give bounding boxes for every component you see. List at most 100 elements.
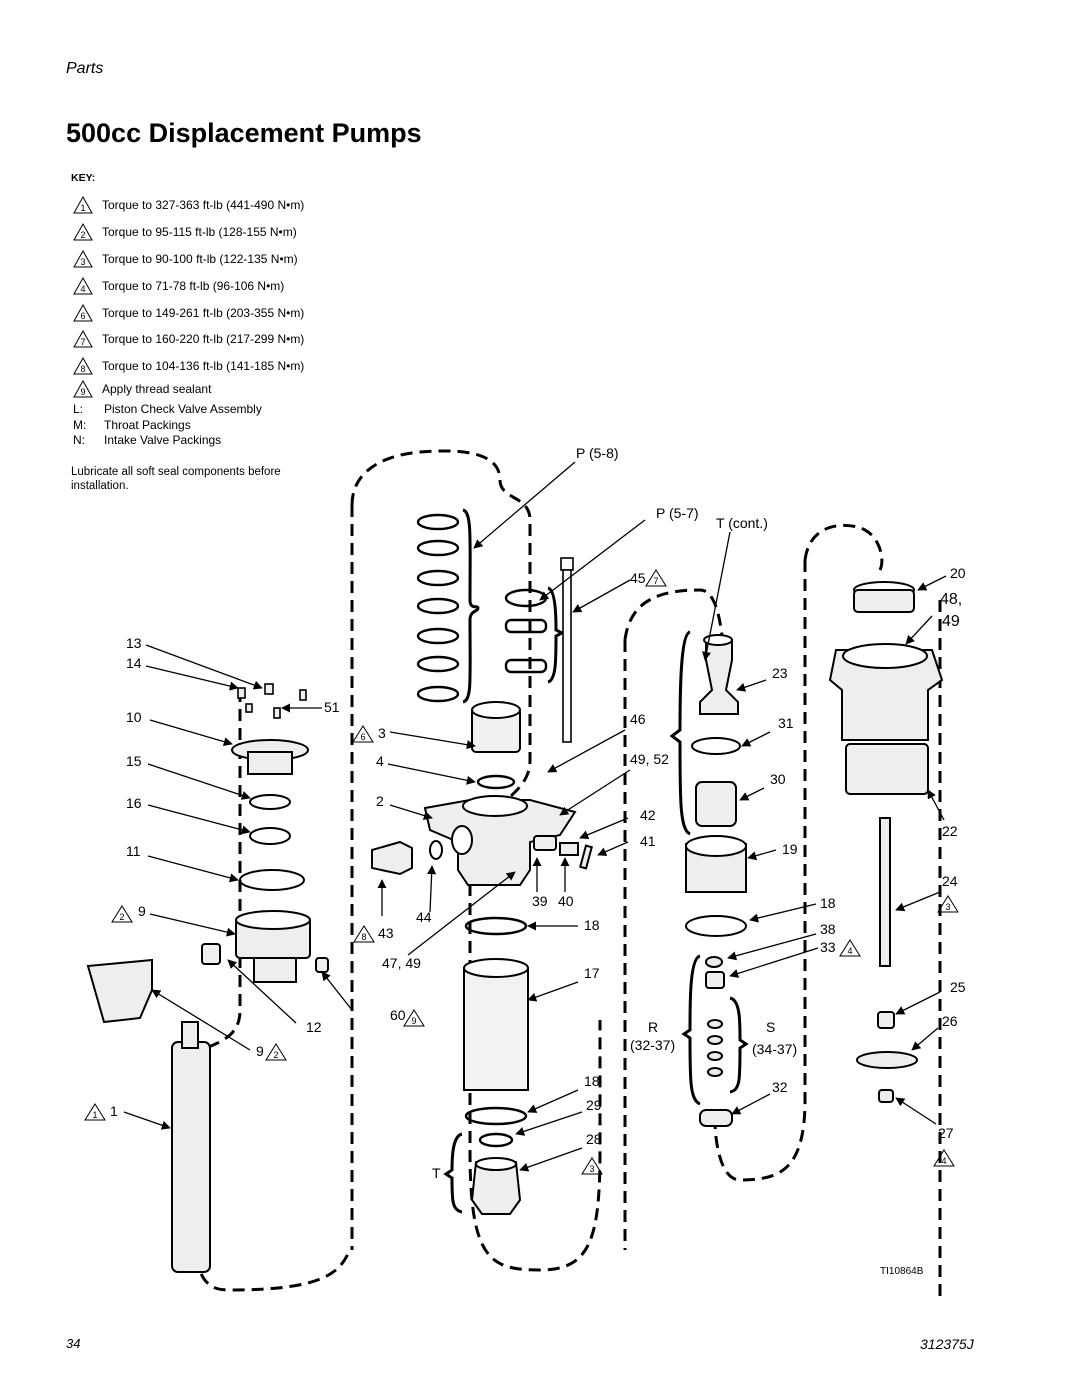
torque-key-text: Torque to 104-136 ft-lb (141-185 N•m) bbox=[102, 359, 305, 374]
callout: 42 bbox=[640, 807, 656, 823]
packing-nut bbox=[471, 701, 521, 753]
torque-key-text: Torque to 160-220 ft-lb (217-299 N•m) bbox=[102, 332, 305, 347]
key-heading: KEY: bbox=[71, 172, 96, 184]
svg-text:9: 9 bbox=[411, 1016, 416, 1026]
svg-text:3: 3 bbox=[80, 257, 85, 267]
callout: 60 bbox=[390, 1007, 406, 1023]
callout: 9 bbox=[138, 903, 146, 919]
callout: 38 bbox=[820, 921, 836, 937]
callout: 40 bbox=[558, 893, 574, 909]
figure-id: TI10864B bbox=[880, 1266, 924, 1277]
callout: 10 bbox=[126, 709, 142, 725]
callout: 25 bbox=[950, 979, 966, 995]
packings-bracket bbox=[547, 586, 566, 684]
piston-assembly bbox=[685, 634, 747, 1127]
torque-mark: 9 bbox=[403, 1009, 425, 1027]
callout: 29 bbox=[586, 1097, 602, 1113]
callout: 26 bbox=[942, 1013, 958, 1029]
svg-text:3: 3 bbox=[945, 902, 950, 912]
document-number: 312375J bbox=[920, 1336, 974, 1352]
warning-triangle-icon: 6 bbox=[73, 303, 93, 322]
warning-triangle-icon: 9 bbox=[73, 380, 93, 398]
intake-housing bbox=[470, 1157, 522, 1215]
torque-key-item: 3 Torque to 90-100 ft-lb (122-135 N•m) bbox=[73, 246, 304, 273]
outlet-fitting bbox=[371, 835, 593, 876]
warning-triangle-icon: 8 bbox=[73, 357, 93, 375]
svg-text:2: 2 bbox=[273, 1050, 278, 1060]
warning-triangle-icon: 4 bbox=[73, 276, 93, 295]
callout: 12 bbox=[306, 1019, 322, 1035]
callout: 20 bbox=[950, 565, 966, 581]
callout: 44 bbox=[416, 909, 432, 925]
legend-item: N: Intake Valve Packings bbox=[73, 433, 262, 449]
callout: 43 bbox=[378, 925, 394, 941]
legend-code: M: bbox=[73, 417, 87, 432]
piston-valve-bracket-r bbox=[681, 954, 701, 1106]
svg-text:6: 6 bbox=[360, 732, 365, 742]
torque-mark: 4 bbox=[933, 1149, 955, 1167]
legend-code: N: bbox=[73, 433, 85, 448]
callout: 28 bbox=[586, 1131, 602, 1147]
wet-cup-assembly bbox=[86, 739, 329, 1273]
callout: 4 bbox=[376, 753, 384, 769]
callout: 33 bbox=[820, 939, 836, 955]
throat-packings-stack bbox=[416, 513, 460, 703]
svg-text:6: 6 bbox=[80, 311, 85, 321]
warning-triangle-icon: 7 bbox=[73, 330, 93, 348]
torque-mark: 7 bbox=[645, 569, 667, 587]
torque-mark: 3 bbox=[937, 895, 959, 913]
intake-bracket bbox=[443, 1132, 463, 1214]
callout: 15 bbox=[126, 753, 142, 769]
callout: 27 bbox=[938, 1125, 954, 1141]
torque-key-list: 1 Torque to 327-363 ft-lb (441-490 N•m) … bbox=[73, 192, 304, 380]
callout-labels: P (5-8) P (5-7) T (cont.) 45 13 14 51 10… bbox=[110, 445, 966, 1277]
callout: (32-37) bbox=[630, 1037, 675, 1053]
left-assembly-outline bbox=[188, 690, 352, 1292]
svg-text:8: 8 bbox=[80, 364, 85, 374]
callout: 48, bbox=[940, 591, 962, 608]
legend-item: L: Piston Check Valve Assembly bbox=[73, 402, 262, 418]
callout: 49 bbox=[942, 613, 960, 630]
svg-text:8: 8 bbox=[361, 932, 366, 942]
tie-rod bbox=[560, 557, 574, 743]
torque-key-item: 2 Torque to 95-115 ft-lb (128-155 N•m) bbox=[73, 219, 304, 246]
legend-code: L: bbox=[73, 402, 84, 416]
torque-key-item: 1 Torque to 327-363 ft-lb (441-490 N•m) bbox=[73, 192, 304, 219]
svg-text:4: 4 bbox=[847, 946, 852, 956]
callout: 23 bbox=[772, 665, 788, 681]
callout: 45 bbox=[630, 570, 646, 586]
callout: T bbox=[432, 1165, 441, 1181]
callout: 1 bbox=[110, 1103, 118, 1119]
callout: 14 bbox=[126, 655, 142, 671]
svg-text:7: 7 bbox=[653, 576, 658, 586]
section-label: Parts bbox=[66, 60, 104, 77]
torque-mark: 1 bbox=[84, 1103, 106, 1121]
cover-screws bbox=[237, 683, 307, 719]
legend-text: Intake Valve Packings bbox=[104, 433, 222, 448]
lubrication-note: Lubricate all soft seal components befor… bbox=[71, 466, 281, 492]
torque-key-item: 4 Torque to 71-78 ft-lb (96-106 N•m) bbox=[73, 272, 304, 299]
warning-triangle-icon: 3 bbox=[73, 249, 93, 268]
callout: 22 bbox=[942, 823, 958, 839]
sealant-key-text: Apply thread sealant bbox=[102, 382, 212, 396]
piston-outline-top bbox=[623, 588, 727, 701]
callout: P (5-7) bbox=[656, 505, 699, 521]
legend-item: M: Throat Packings bbox=[73, 418, 262, 434]
svg-text:2: 2 bbox=[80, 230, 85, 240]
leader-lines bbox=[123, 461, 947, 1172]
callout: 51 bbox=[324, 699, 340, 715]
callout: 2 bbox=[376, 793, 384, 809]
intake-packings-stack bbox=[504, 588, 548, 674]
svg-text:4: 4 bbox=[941, 1156, 946, 1166]
page-title: 500cc Displacement Pumps bbox=[66, 118, 422, 148]
svg-text:2: 2 bbox=[119, 912, 124, 922]
legend-text: Piston Check Valve Assembly bbox=[104, 402, 262, 416]
callout: 31 bbox=[778, 715, 794, 731]
legend-text: Throat Packings bbox=[104, 417, 191, 432]
callout: 19 bbox=[782, 841, 798, 857]
torque-key-item: 7 Torque to 160-220 ft-lb (217-299 N•m) bbox=[73, 326, 304, 353]
svg-text:7: 7 bbox=[80, 337, 85, 347]
callout: S bbox=[766, 1019, 775, 1035]
callout: 13 bbox=[126, 635, 142, 651]
